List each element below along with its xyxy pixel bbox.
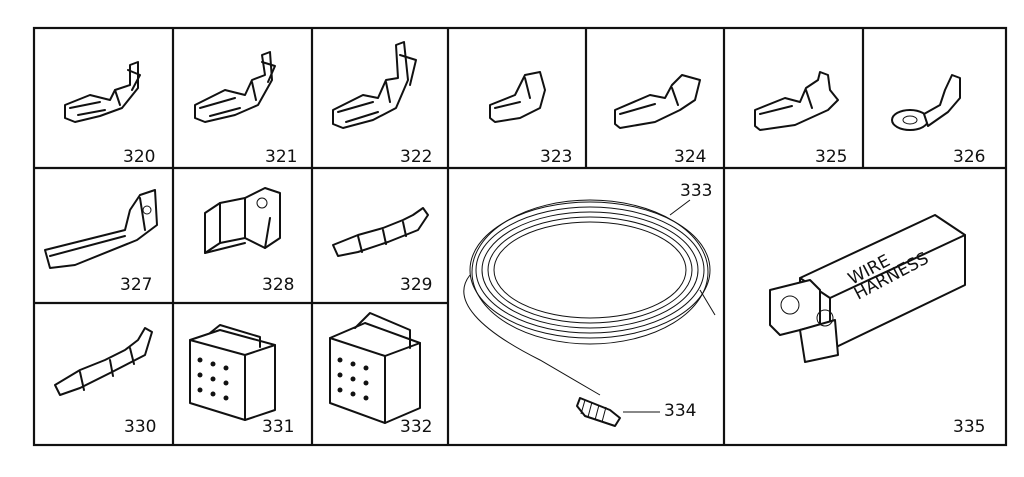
terminal-323 <box>489 71 546 123</box>
pin-terminal-330 <box>54 327 153 396</box>
wire-harness-kit-335: WIRE HARNESS <box>769 214 966 363</box>
terminal-324 <box>614 74 701 129</box>
part-number-label: 330 <box>124 417 156 437</box>
part-number-label: 327 <box>120 275 152 295</box>
terminal-320 <box>64 61 141 123</box>
pin-holes <box>197 357 229 401</box>
connector-block-332 <box>329 312 421 424</box>
part-number-label: 323 <box>540 147 572 167</box>
pin-terminal-329 <box>332 207 429 257</box>
part-number-label: 324 <box>674 147 706 167</box>
part-number-label: 326 <box>953 147 985 167</box>
part-number-label: 320 <box>123 147 155 167</box>
part-number-label: 325 <box>815 147 847 167</box>
pin-holes <box>337 357 369 401</box>
ring-terminal-326 <box>891 74 961 131</box>
part-number-label: 332 <box>400 417 432 437</box>
part-number-label: 335 <box>953 417 985 437</box>
grid-frame <box>32 26 1008 447</box>
clip-328 <box>204 187 281 254</box>
terminal-321 <box>194 51 276 123</box>
part-number-label: 328 <box>262 275 294 295</box>
part-number-label: 331 <box>262 417 294 437</box>
part-number-label: 321 <box>265 147 297 167</box>
wire-nut-334 <box>576 397 660 427</box>
part-number-label: 333 <box>680 181 712 201</box>
terminal-322 <box>332 41 417 129</box>
part-number-label: 322 <box>400 147 432 167</box>
part-number-label: 334 <box>664 401 696 421</box>
wire-coil-333 <box>463 199 716 396</box>
terminal-325 <box>754 71 839 131</box>
connector-block-331 <box>189 324 276 421</box>
terminal-327 <box>44 189 158 269</box>
part-number-label: 329 <box>400 275 432 295</box>
